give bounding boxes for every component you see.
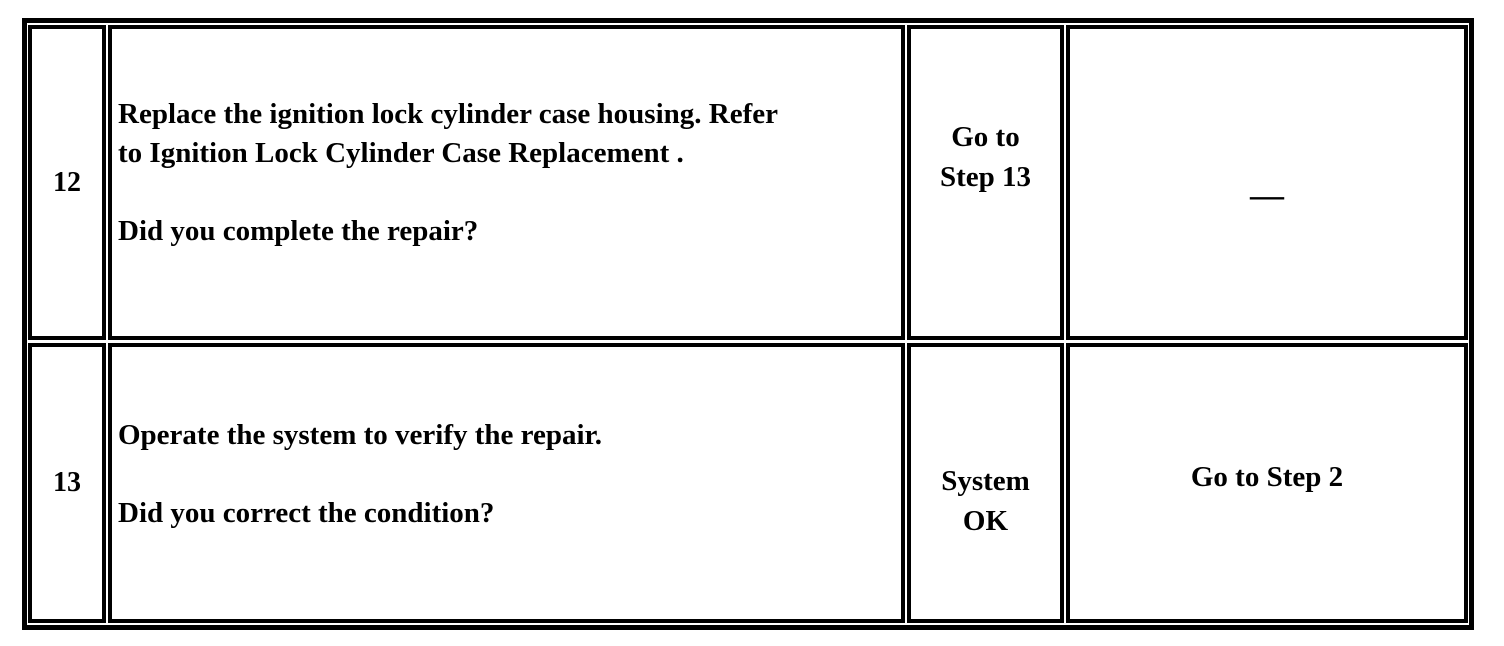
action-line: Replace the ignition lock cylinder case … <box>118 97 778 130</box>
step-number: 12 <box>53 166 81 198</box>
action-text: Replace the ignition lock cylinder case … <box>118 95 778 251</box>
diagnostic-table <box>22 18 1474 630</box>
step-number: 13 <box>53 467 81 498</box>
no-text: — <box>1250 176 1284 214</box>
action-cell: Operate the system to verify the repair.… <box>108 343 905 623</box>
yes-cell: System OK <box>907 343 1064 623</box>
action-text: Operate the system to verify the repair.… <box>118 416 602 533</box>
step-number-cell: 13 <box>28 343 106 623</box>
question-text: Did you complete the repair? <box>118 214 479 247</box>
action-line: to Ignition Lock Cylinder Case Replaceme… <box>118 136 684 169</box>
yes-text: System OK <box>941 465 1030 537</box>
no-text: Go to Step 2 <box>1190 461 1344 493</box>
step-number-cell: 12 <box>28 25 106 340</box>
yes-text: Go to Step 13 <box>939 120 1032 193</box>
no-cell: — <box>1066 25 1468 340</box>
question-text: Did you correct the condition? <box>118 496 495 529</box>
action-line: Operate the system to verify the repair. <box>118 418 603 451</box>
action-cell: Replace the ignition lock cylinder case … <box>108 25 905 340</box>
no-cell: Go to Step 2 <box>1066 343 1468 623</box>
yes-cell: Go to Step 13 <box>907 25 1064 340</box>
